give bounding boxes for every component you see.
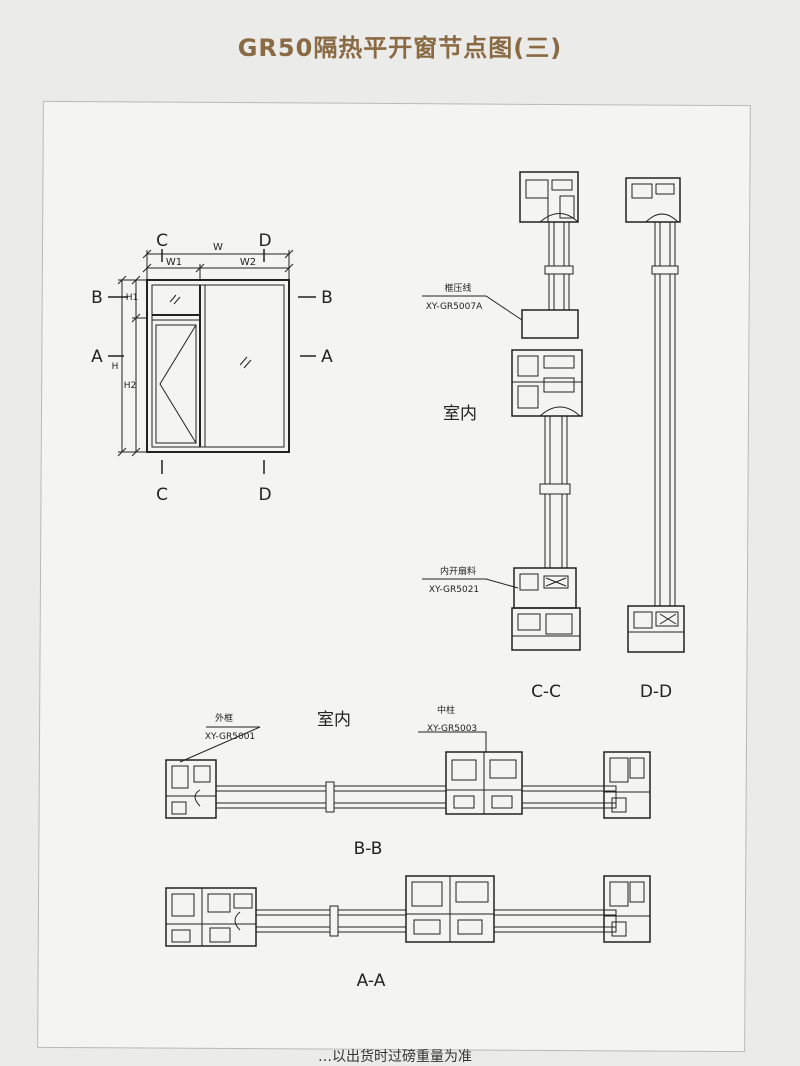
- section-cc: [422, 171, 583, 651]
- dd-section-label: D-D: [640, 682, 672, 702]
- section-aa: [165, 875, 651, 947]
- section-mark-a-right: A: [321, 347, 333, 367]
- section-bb: [165, 726, 651, 819]
- section-mark-d-top: D: [258, 231, 271, 251]
- bb-callout-1-name: 外框: [215, 712, 233, 724]
- dim-h: H: [112, 362, 119, 372]
- section-mark-d-bottom: D: [258, 485, 271, 505]
- cc-callout-1-name: 框压线: [444, 282, 471, 294]
- cc-callout-1-code: XY-GR5007A: [426, 302, 483, 312]
- dim-h1: H1: [126, 293, 139, 303]
- cc-section-label: C-C: [531, 682, 561, 702]
- cc-callout-2-name: 内开扇料: [440, 565, 476, 577]
- dim-w2: W2: [240, 257, 256, 268]
- dim-w1: W1: [166, 257, 182, 268]
- bb-callout-1-code: XY-GR5001: [205, 732, 255, 742]
- bb-callout-2-name: 中柱: [437, 704, 455, 716]
- section-dd: [625, 177, 685, 653]
- aa-section-label: A-A: [357, 971, 386, 991]
- section-mark-b-left: B: [91, 288, 103, 308]
- section-mark-c-top: C: [156, 231, 168, 251]
- cc-interior-label: 室内: [443, 404, 477, 424]
- cc-callout-2-code: XY-GR5021: [429, 585, 479, 595]
- dim-w: W: [213, 242, 223, 253]
- page-title: GR50隔热平开窗节点图(三): [237, 34, 563, 62]
- section-mark-c-bottom: C: [156, 485, 168, 505]
- section-mark-a-left: A: [91, 347, 103, 367]
- bb-callout-2-code: XY-GR5003: [427, 724, 477, 734]
- section-mark-b-right: B: [321, 288, 333, 308]
- bb-section-label: B-B: [354, 839, 383, 859]
- footnote: …以出货时过磅重量为准: [318, 1049, 472, 1065]
- dim-h2: H2: [124, 381, 137, 391]
- window-elevation: [108, 249, 316, 474]
- bb-interior-label: 室内: [317, 710, 351, 730]
